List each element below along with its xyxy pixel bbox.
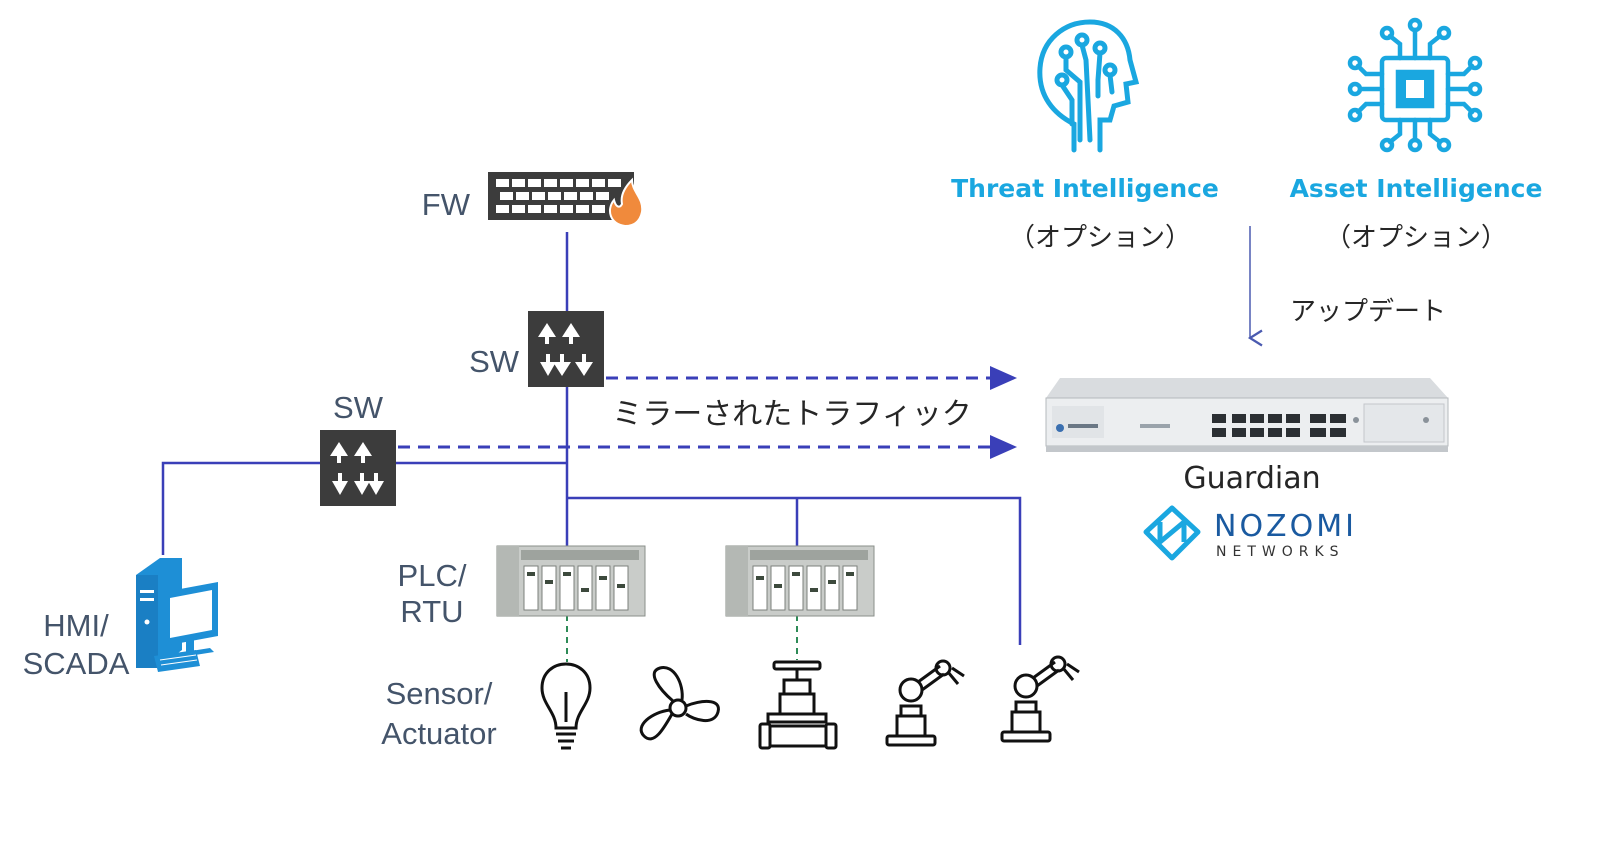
sensor-label-line2: Actuator: [381, 716, 496, 751]
computer-icon: [136, 558, 218, 672]
plc-label-line2: RTU: [400, 594, 463, 629]
brain-circuit-icon: [1037, 19, 1140, 153]
logo-brand: NOZOMI: [1214, 509, 1357, 544]
robot-arm-icon-1: [885, 659, 965, 747]
threat-intel-note: （オプション）: [1009, 223, 1191, 253]
flame-icon: [609, 177, 644, 228]
hmi-label-line2: SCADA: [23, 646, 130, 681]
guardian-appliance-icon: [1045, 378, 1449, 452]
threat-intel-title: Threat Intelligence: [951, 174, 1219, 203]
network-links: [161, 232, 1022, 645]
sw-left-label: SW: [333, 390, 384, 425]
logo-sub: NETWORKS: [1216, 544, 1345, 560]
nozomi-logo: NOZOMI NETWORKS: [1143, 505, 1357, 561]
link-field-bus: [567, 496, 1022, 645]
mirrored-traffic-label: ミラーされたトラフィック: [612, 397, 971, 432]
valve-icon: [758, 660, 838, 750]
switch-top-icon: [528, 311, 604, 387]
light-bulb-icon: [540, 662, 592, 750]
mirror-arrows: [398, 366, 1017, 459]
chip-circuit-icon: [1347, 17, 1483, 153]
guardian-label: Guardian: [1183, 461, 1320, 496]
plc-icon-1: [496, 545, 646, 617]
fw-label: FW: [422, 187, 471, 222]
sensor-label-line1: Sensor/: [386, 676, 493, 711]
nozomi-mark-icon: [1143, 505, 1201, 561]
hmi-label-line1: HMI/: [43, 608, 109, 643]
asset-intel-note: （オプション）: [1325, 223, 1507, 253]
sw-top-label: SW: [469, 344, 520, 379]
update-label: アップデート: [1290, 297, 1446, 327]
firewall-icon: [488, 172, 644, 228]
link-sw-left-hmi: [161, 461, 322, 555]
fan-icon: [639, 666, 720, 741]
field-links: [566, 615, 798, 662]
plc-label-line1: PLC/: [398, 558, 467, 593]
asset-intel-title: Asset Intelligence: [1290, 174, 1543, 203]
switch-left-icon: [320, 430, 396, 506]
robot-arm-icon-2: [1000, 655, 1080, 743]
plc-icon-2: [725, 545, 875, 617]
